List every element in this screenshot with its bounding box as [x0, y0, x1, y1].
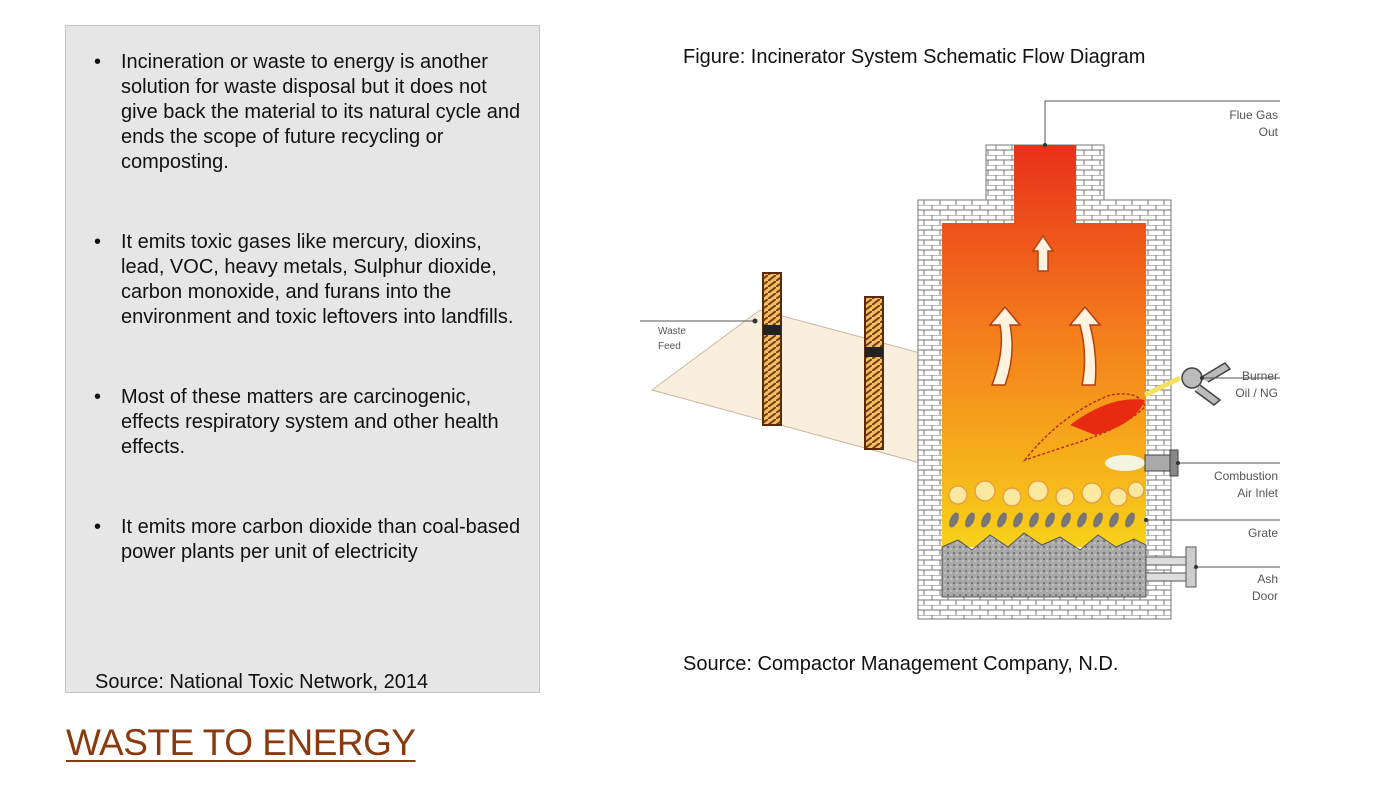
label-feed: Feed [658, 341, 681, 352]
label-grate: Grate [1248, 526, 1278, 540]
figure-source: Source: Compactor Management Company, N.… [683, 653, 1119, 675]
bullet-icon: • [94, 231, 102, 253]
bullet-item: •It emits more carbon dioxide than coal-… [94, 516, 521, 563]
label-waste: Waste [658, 326, 686, 337]
grate-bars [949, 512, 1135, 528]
bullet-item: •Incineration or waste to energy is anot… [94, 51, 521, 173]
combustion-chamber [942, 145, 1146, 547]
left-source: Source: National Toxic Network, 2014 [95, 671, 429, 693]
bullet-icon: • [94, 516, 102, 538]
label-oil-ng: Oil / NG [1235, 386, 1278, 400]
burner-nozzle [1181, 362, 1232, 406]
bullet-item: •Most of these matters are carcinogenic,… [94, 386, 499, 458]
burning-waste [948, 480, 1145, 507]
feed-post-left [762, 272, 782, 426]
ash-bed [941, 532, 1147, 598]
label-burner: Burner [1242, 369, 1278, 383]
label-combustion: Combustion [1214, 469, 1278, 483]
bullet-icon: • [94, 51, 102, 73]
bullet-list: •Incineration or waste to energy is anot… [94, 50, 524, 620]
air-inlet-pipe [1144, 454, 1171, 472]
label-air-inlet: Air Inlet [1237, 486, 1278, 500]
feed-post-right [864, 296, 884, 450]
incinerator-diagram: Flue Gas Out Waste Feed Burner Oil / NG … [640, 100, 1280, 620]
bullet-panel: •Incineration or waste to energy is anot… [65, 25, 540, 693]
slide-title: WASTE TO ENERGY [66, 722, 416, 763]
label-door: Door [1252, 589, 1278, 603]
ash-door [1145, 556, 1187, 566]
label-ash: Ash [1257, 572, 1278, 586]
label-flue-gas-out: Out [1259, 125, 1279, 139]
label-flue-gas: Flue Gas [1229, 108, 1278, 122]
heat-flow-arrows [988, 234, 1102, 386]
figure-caption: Figure: Incinerator System Schematic Flo… [683, 46, 1146, 68]
bullet-icon: • [94, 386, 102, 408]
bullet-item: •It emits toxic gases like mercury, diox… [94, 231, 514, 328]
